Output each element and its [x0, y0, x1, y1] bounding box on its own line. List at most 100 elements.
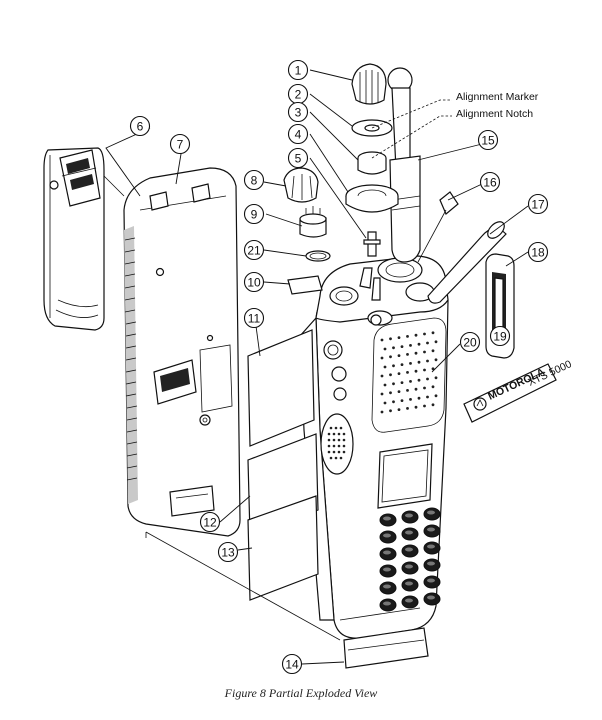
- grille-dot: [380, 410, 384, 414]
- parts-stack: [283, 63, 399, 295]
- keypad-key-highlight: [383, 533, 391, 538]
- keypad-key-highlight: [405, 564, 413, 569]
- keypad-key-highlight: [383, 584, 391, 589]
- grille-dot: [389, 409, 392, 413]
- callout-10: 10: [243, 271, 265, 293]
- callout-number: 9: [251, 208, 258, 222]
- grille-dot: [397, 390, 401, 393]
- grille-dot: [414, 387, 418, 391]
- battery: [123, 167, 241, 537]
- callout-number: 16: [483, 176, 497, 190]
- keypad-key-highlight: [405, 581, 413, 586]
- grille-dot: [400, 399, 404, 402]
- grille-dot: [417, 378, 421, 382]
- keypad-key-highlight: [383, 567, 391, 572]
- keypad-key-highlight: [427, 510, 435, 515]
- keypad-key-highlight: [383, 516, 391, 521]
- callout-number: 14: [285, 658, 299, 672]
- callout-11: 11: [243, 307, 265, 329]
- callout-number: 2: [295, 88, 302, 102]
- grille-dot: [417, 360, 421, 364]
- grille-dot: [423, 386, 426, 390]
- grille-dot: [380, 374, 384, 378]
- callout-2: 2: [287, 83, 309, 105]
- callout-14: 14: [281, 653, 303, 675]
- grille-dot: [434, 358, 438, 362]
- callout-16: 16: [479, 171, 501, 193]
- grille-dot: [431, 385, 435, 389]
- grille-dot: [389, 355, 392, 359]
- grille-dot: [423, 350, 426, 354]
- grille-dot: [414, 351, 418, 355]
- grille-dot: [406, 407, 409, 410]
- callout-number: 7: [177, 138, 184, 152]
- logo-label: MOTOROLA XTS 5000: [463, 358, 574, 423]
- grille-dot: [417, 342, 421, 346]
- grille-dot: [409, 398, 412, 401]
- callout-number: 15: [481, 134, 495, 148]
- keypad-key-highlight: [405, 598, 413, 603]
- radio-housing: [299, 255, 449, 669]
- callout-number: 17: [531, 198, 545, 212]
- figure-caption: Figure 8 Partial Exploded View: [224, 686, 378, 700]
- grille-dot: [400, 363, 404, 366]
- callout-17: 17: [527, 193, 549, 215]
- callout-18: 18: [527, 241, 549, 263]
- grille-dot: [389, 373, 392, 377]
- grille-dot: [417, 396, 421, 400]
- grille-dot: [409, 344, 412, 347]
- callout-7: 7: [169, 133, 191, 155]
- grille-dot: [392, 364, 395, 368]
- grille-dot: [383, 365, 387, 369]
- grille-dot: [380, 392, 384, 396]
- callout-number: 18: [531, 246, 545, 260]
- grille-dot: [414, 333, 418, 337]
- grille-dot: [409, 362, 412, 365]
- callout-number: 10: [247, 276, 261, 290]
- grille-dot: [383, 347, 387, 351]
- grille-dot: [434, 340, 438, 344]
- grille-dot: [406, 389, 409, 392]
- grille-dot: [392, 346, 395, 350]
- callout-8: 8: [243, 169, 265, 191]
- callout-number: 8: [251, 174, 258, 188]
- keypad-key-highlight: [427, 578, 435, 583]
- keypad-key-highlight: [427, 561, 435, 566]
- callout-number: 19: [493, 330, 507, 344]
- keypad-key-highlight: [405, 547, 413, 552]
- callout-13: 13: [217, 541, 239, 563]
- grille-dot: [383, 383, 387, 387]
- grille-dot: [423, 332, 426, 336]
- callout-number: 3: [295, 106, 302, 120]
- grille-dot: [397, 336, 401, 339]
- callout-number: 1: [295, 64, 302, 78]
- grille-dot: [397, 408, 401, 411]
- grille-dot: [431, 403, 435, 407]
- callout-20: 20: [459, 331, 481, 353]
- grille-dot: [400, 345, 404, 348]
- callout-6: 6: [129, 115, 151, 137]
- belt-clip: [43, 147, 105, 331]
- grille-dot: [431, 367, 435, 371]
- grille-dot: [406, 335, 409, 338]
- keypad-key-highlight: [405, 530, 413, 535]
- callout-number: 11: [248, 312, 261, 326]
- grille-dot: [380, 338, 384, 342]
- grille-dot: [423, 404, 426, 408]
- grille-dot: [383, 401, 387, 405]
- callout-number: 4: [295, 128, 302, 142]
- grille-dot: [406, 353, 409, 356]
- callout-number: 20: [463, 336, 477, 350]
- grille-dot: [414, 405, 418, 409]
- grille-dot: [389, 391, 392, 395]
- grille-dot: [389, 337, 392, 341]
- callout-number: 5: [295, 152, 302, 166]
- grille-dot: [392, 400, 395, 404]
- keypad-key-highlight: [427, 595, 435, 600]
- grille-dot: [397, 354, 401, 357]
- grille-dot: [426, 359, 429, 363]
- grille-dot: [380, 356, 384, 360]
- grille-dot: [409, 380, 412, 383]
